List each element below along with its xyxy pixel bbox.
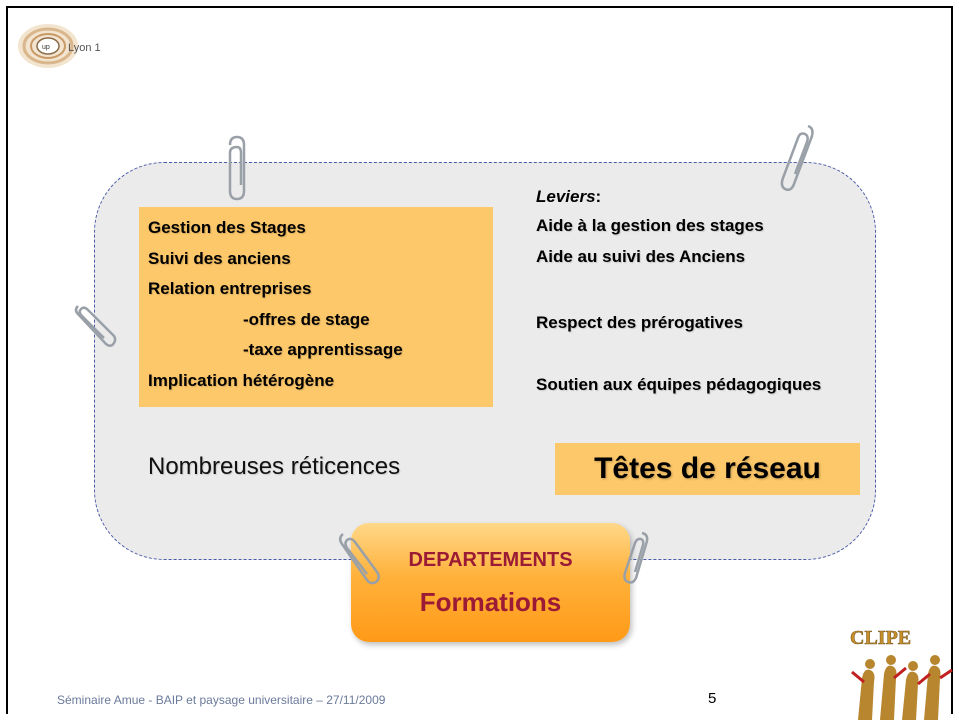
departements-box: DEPARTEMENTS Formations [351,523,630,642]
paperclip-icon [228,135,246,201]
lyon1-logo: up [14,22,124,68]
lever-item: Soutien aux équipes pédagogiques [536,375,822,394]
lever-item: Aide au suivi des Anciens [536,247,746,266]
page-number: 5 [708,690,717,707]
footer-text: Séminaire Amue - BAIP et paysage univers… [57,693,386,707]
issue-item: Relation entreprises [148,279,312,298]
issue-item: Suivi des anciens [148,248,291,268]
levers-block: Leviers: Aide à la gestion des stages Ai… [536,186,821,394]
issue-subitem: -offres de stage [243,309,370,329]
departements-title: DEPARTEMENTS [408,549,573,571]
paperclip-icon [74,305,117,347]
issue-item: Gestion des Stages [148,218,306,237]
lever-item: Aide à la gestion des stages [536,216,764,235]
levers-title: Leviers: [536,187,602,206]
tetes-reseau-box: Têtes de réseau [555,443,860,495]
paperclip-icon [339,533,380,585]
formations-label: Formations [419,587,562,617]
reticences-text: Nombreuses réticences [148,453,401,480]
logo-text: Lyon 1 [68,42,101,54]
clipe-logo-text: CLIPE [850,627,911,649]
svg-text:up: up [42,44,50,51]
slide-frame [6,6,953,714]
tetes-reseau-text: Têtes de réseau [594,452,821,485]
paperclip-icon [623,531,649,584]
issue-subitem: -taxe apprentissage [243,340,403,359]
paperclip-icon [780,124,814,192]
lever-item: Respect des prérogatives [536,313,743,332]
issue-item: Implication hétérogène [148,370,335,390]
issues-box [139,207,493,407]
issues-list: Gestion des Stages Suivi des anciens Rel… [148,216,403,399]
clipe-logo: CLIPE [840,622,959,720]
